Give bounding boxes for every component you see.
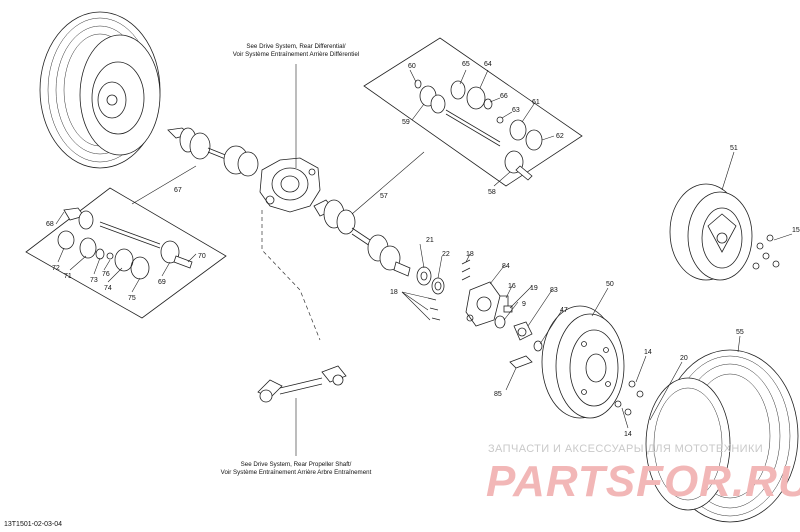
tire-bottom-right [645, 349, 799, 523]
callout-50: 50 [606, 281, 614, 288]
bearing-21 [416, 266, 432, 286]
callout-19: 19 [530, 285, 538, 292]
nuts-14 [614, 380, 644, 416]
rear-differential [259, 157, 321, 213]
callout-20: 20 [680, 355, 688, 362]
plate-85 [509, 355, 533, 369]
watermark: ЗАПЧАСТИ И АКСЕССУАРЫ ДЛЯ МОТОТЕХНИКИ PA… [486, 443, 800, 506]
callout-64: 64 [484, 61, 492, 68]
note-rear-differential-fr: Voir Système Entraînement Arrière Différ… [233, 51, 359, 58]
rim-51 [669, 183, 753, 281]
callout-55: 55 [736, 329, 744, 336]
callout-69: 69 [158, 279, 166, 286]
callout-leaders [55, 69, 793, 429]
callout-61: 61 [532, 99, 540, 106]
drive-shaft-center [313, 199, 411, 277]
washer-9 [494, 315, 506, 329]
callout-71: 71 [64, 273, 72, 280]
cv-joint-box-left [25, 187, 227, 319]
pin-16 [500, 295, 509, 310]
callout-62: 62 [556, 133, 564, 140]
callout-84: 84 [502, 263, 510, 270]
watermark-text: ЗАПЧАСТИ И АКСЕССУАРЫ ДЛЯ МОТОТЕХНИКИ [488, 443, 763, 455]
callout-18-b: 18 [390, 289, 398, 296]
callout-47: 47 [560, 307, 568, 314]
callout-labels: 60 65 64 66 63 61 62 59 58 57 67 68 72 7… [46, 61, 800, 438]
callout-67: 67 [174, 187, 182, 194]
callout-68: 68 [46, 221, 54, 228]
callout-72: 72 [52, 265, 60, 272]
callout-63: 63 [512, 107, 520, 114]
hub-83 [513, 321, 533, 341]
callout-18-a: 18 [466, 251, 474, 258]
rear-propeller-shaft [257, 365, 347, 403]
callout-83: 83 [550, 287, 558, 294]
callout-57: 57 [380, 193, 388, 200]
drive-shaft-left [167, 127, 259, 177]
callout-21: 21 [426, 237, 434, 244]
watermark-logo: PARTSFOR.RU [486, 457, 800, 506]
callout-75: 75 [128, 295, 136, 302]
callout-15: 15 [792, 227, 800, 234]
callout-65: 65 [462, 61, 470, 68]
callout-51: 51 [730, 145, 738, 152]
callout-22: 22 [442, 251, 450, 258]
callout-14-b: 14 [624, 431, 632, 438]
callout-85: 85 [494, 391, 502, 398]
note-propeller-shaft-en: See Drive System, Rear Propeller Shaft/ [241, 461, 352, 468]
nut-19 [503, 305, 513, 313]
cv-joint-box-right [363, 37, 583, 187]
callout-14-a: 14 [644, 349, 652, 356]
rim-50 [541, 305, 625, 419]
tire-top-left [39, 11, 161, 169]
callout-59: 59 [402, 119, 410, 126]
ring-22 [431, 277, 445, 295]
nuts-15 [752, 234, 780, 270]
callout-9: 9 [522, 301, 526, 308]
callout-73: 73 [90, 277, 98, 284]
note-rear-differential-en: See Drive System, Rear Differential/ [246, 43, 346, 50]
callout-76: 76 [102, 271, 110, 278]
callout-66: 66 [500, 93, 508, 100]
knuckle-84 [465, 281, 501, 327]
callout-70: 70 [198, 253, 206, 260]
diagram-code: 13T1501-02-03-04 [4, 521, 62, 528]
callout-60: 60 [408, 63, 416, 70]
callout-58: 58 [488, 189, 496, 196]
callout-74: 74 [104, 285, 112, 292]
note-propeller-shaft-fr: Voir Système Entraînement Arrière Arbre … [221, 469, 372, 476]
callout-16: 16 [508, 283, 516, 290]
